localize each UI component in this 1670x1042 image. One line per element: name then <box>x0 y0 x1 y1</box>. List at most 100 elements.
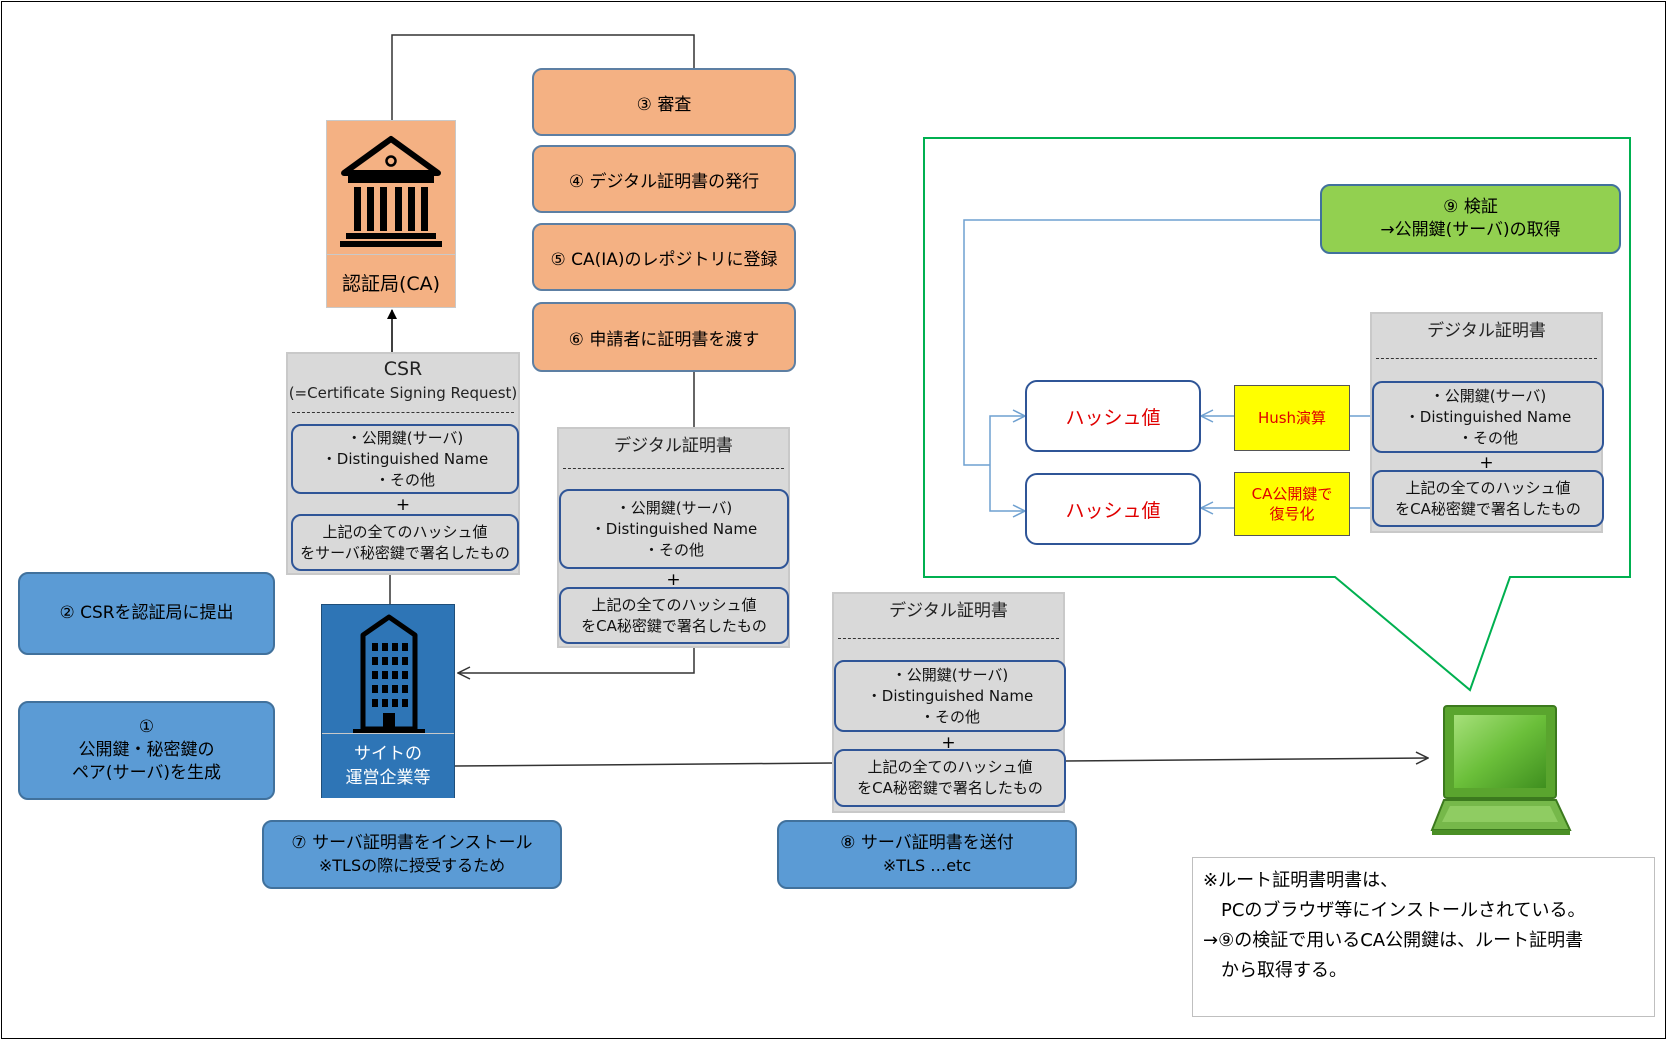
sent-cert-plus: + <box>941 733 956 753</box>
step9-line2: →公開鍵(サーバ)の取得 <box>1380 220 1561 240</box>
issued-cert-public-key: ・公開鍵(サーバ) <box>615 498 733 517</box>
ca-decrypt-line2: 復号化 <box>1269 505 1315 523</box>
step4-label: ④ デジタル証明書の発行 <box>568 171 760 192</box>
company-block: サイトの 運営企業等 <box>321 604 455 798</box>
issued-cert-content-box: ・公開鍵(サーバ) ・Distinguished Name ・その他 <box>559 489 789 569</box>
step1-line1: ① <box>138 717 155 738</box>
sent-cert-dn: ・Distinguished Name <box>866 686 1034 705</box>
verify-to-hash-line <box>963 219 1320 466</box>
note-line1: ※ルート証明書明書は、 <box>1203 870 1399 891</box>
csr-content-other: ・その他 <box>374 470 435 489</box>
root-cert-note: ※ルート証明書明書は、 PCのブラウザ等にインストールされている。 →⑨の検証で… <box>1192 857 1655 1017</box>
received-certificate: デジタル証明書 ・公開鍵(サーバ) ・Distinguished Name ・そ… <box>1370 312 1604 533</box>
issued-cert-signature-line2: をCA秘密鍵で署名したもの <box>581 616 767 635</box>
step7-install-cert: ⑦ サーバ証明書をインストール ※TLSの際に授受するため <box>262 820 562 889</box>
issued-cert-other: ・その他 <box>643 540 704 559</box>
step8-line1: ⑧ サーバ証明書を送付 <box>840 833 1014 854</box>
step1-line3: ペア(サーバ)を生成 <box>71 762 222 783</box>
ca-to-review-line <box>391 34 695 120</box>
step1-line2: 公開鍵・秘密鍵の <box>78 740 215 761</box>
received-cert-content-box: ・公開鍵(サーバ) ・Distinguished Name ・その他 <box>1372 381 1604 453</box>
hash-operation-box: Hush演算 <box>1234 385 1350 451</box>
csr-signature-line2: をサーバ秘密鍵で署名したもの <box>300 543 510 562</box>
step7-line1: ⑦ サーバ証明書をインストール <box>291 833 533 854</box>
issued-cert-signature-box: 上記の全てのハッシュ値 をCA秘密鍵で署名したもの <box>559 587 789 644</box>
company-to-cert8-line <box>454 762 835 767</box>
ca-label: 認証局(CA) <box>341 273 441 295</box>
note-line2: PCのブラウザ等にインストールされている。 <box>1221 900 1586 921</box>
step8-line2: ※TLS …etc <box>882 856 972 876</box>
received-cert-public-key: ・公開鍵(サーバ) <box>1429 386 1547 405</box>
hash-value-decrypted-label: ハッシュ値 <box>1065 499 1161 522</box>
csr-content-public-key: ・公開鍵(サーバ) <box>346 428 464 447</box>
step7-line2: ※TLSの際に授受するため <box>318 856 506 876</box>
received-cert-dn: ・Distinguished Name <box>1404 407 1572 426</box>
company-label-line2: 運営企業等 <box>345 768 431 788</box>
sent-cert-signature-line2: をCA秘密鍵で署名したもの <box>857 779 1043 797</box>
sent-certificate: デジタル証明書 ・公開鍵(サーバ) ・Distinguished Name ・そ… <box>832 592 1066 813</box>
step2-label: ② CSRを認証局に提出 <box>59 603 234 624</box>
csr-content-dn: ・Distinguished Name <box>321 449 489 468</box>
company-label: サイトの 運営企業等 <box>322 733 454 798</box>
step8-send-cert: ⑧ サーバ証明書を送付 ※TLS …etc <box>777 820 1077 889</box>
cert8-to-laptop-arrow <box>1064 758 1428 761</box>
step1-generate-keys: ① 公開鍵・秘密鍵の ペア(サーバ)を生成 <box>18 701 275 800</box>
company-label-line1: サイトの <box>354 744 422 764</box>
csr-subtitle: (=Certificate Signing Request) <box>288 384 518 402</box>
received-cert-signature-box: 上記の全てのハッシュ値 をCA秘密鍵で署名したもの <box>1372 470 1604 527</box>
laptop-icon <box>1430 705 1572 835</box>
split-to-hash2-arrow <box>989 465 1025 511</box>
received-cert-plus: + <box>1479 453 1494 473</box>
ca-divider <box>327 254 455 255</box>
step5-register: ⑤ CA(IA)のレポジトリに登録 <box>532 223 796 291</box>
step6-label: ⑥ 申請者に証明書を渡す <box>568 329 760 350</box>
issued-cert-dn: ・Distinguished Name <box>590 519 758 538</box>
sent-cert-other: ・その他 <box>919 707 980 726</box>
note-line4: から取得する。 <box>1221 960 1347 981</box>
step9-line1: ⑨ 検証 <box>1443 197 1498 218</box>
sent-cert-divider <box>838 638 1059 639</box>
issued-cert-plus: + <box>666 570 681 590</box>
sent-cert-title: デジタル証明書 <box>889 601 1008 621</box>
sent-cert-content-box: ・公開鍵(サーバ) ・Distinguished Name ・その他 <box>834 660 1066 732</box>
received-cert-other: ・その他 <box>1457 428 1518 447</box>
ca-decrypt-box: CA公開鍵で 復号化 <box>1234 472 1350 536</box>
sent-cert-signature-box: 上記の全てのハッシュ値 をCA秘密鍵で署名したもの <box>834 749 1066 807</box>
csr-signature-box: 上記の全てのハッシュ値 をサーバ秘密鍵で署名したもの <box>291 514 519 571</box>
issued-certificate: デジタル証明書 ・公開鍵(サーバ) ・Distinguished Name ・そ… <box>557 427 790 648</box>
csr-content-box: ・公開鍵(サーバ) ・Distinguished Name ・その他 <box>291 424 519 494</box>
csr-title: CSR <box>383 358 423 380</box>
csr-divider <box>292 412 514 413</box>
csr-signature-line1: 上記の全てのハッシュ値 <box>322 522 488 541</box>
sent-cert-public-key: ・公開鍵(サーバ) <box>891 665 1009 684</box>
office-building-icon <box>353 614 425 734</box>
step5-label: ⑤ CA(IA)のレポジトリに登録 <box>550 249 778 270</box>
csr-plus: + <box>395 495 411 515</box>
bank-building-icon <box>340 136 442 247</box>
step9-verify: ⑨ 検証 →公開鍵(サーバ)の取得 <box>1320 184 1621 254</box>
verification-callout <box>923 137 1631 692</box>
note-line3: →⑨の検証で用いるCA公開鍵は、ルート証明書 <box>1203 930 1584 951</box>
hash-operation-label: Hush演算 <box>1257 408 1327 427</box>
cert-to-company-arrow <box>458 648 695 673</box>
step4-issue: ④ デジタル証明書の発行 <box>532 145 796 213</box>
received-cert-divider <box>1376 358 1597 359</box>
hash-value-computed: ハッシュ値 <box>1025 380 1201 452</box>
hash-value-computed-label: ハッシュ値 <box>1065 406 1161 429</box>
issued-cert-title: デジタル証明書 <box>614 436 733 456</box>
received-cert-title: デジタル証明書 <box>1427 321 1546 341</box>
step2-submit-csr: ② CSRを認証局に提出 <box>18 572 275 655</box>
received-cert-signature-line1: 上記の全てのハッシュ値 <box>1405 478 1571 497</box>
step3-review: ③ 審査 <box>532 68 796 136</box>
split-to-hash1-arrow <box>989 416 1025 465</box>
step3-label: ③ 審査 <box>636 94 692 115</box>
sent-cert-signature-line1: 上記の全てのハッシュ値 <box>867 758 1033 776</box>
ca-decrypt-line1: CA公開鍵で <box>1251 484 1333 503</box>
received-cert-signature-line2: をCA秘密鍵で署名したもの <box>1395 499 1581 518</box>
issued-cert-signature-line1: 上記の全てのハッシュ値 <box>591 595 757 614</box>
issued-cert-divider <box>563 468 784 469</box>
hash-value-decrypted: ハッシュ値 <box>1025 473 1201 545</box>
csr-block: CSR (=Certificate Signing Request) ・公開鍵(… <box>286 352 520 575</box>
